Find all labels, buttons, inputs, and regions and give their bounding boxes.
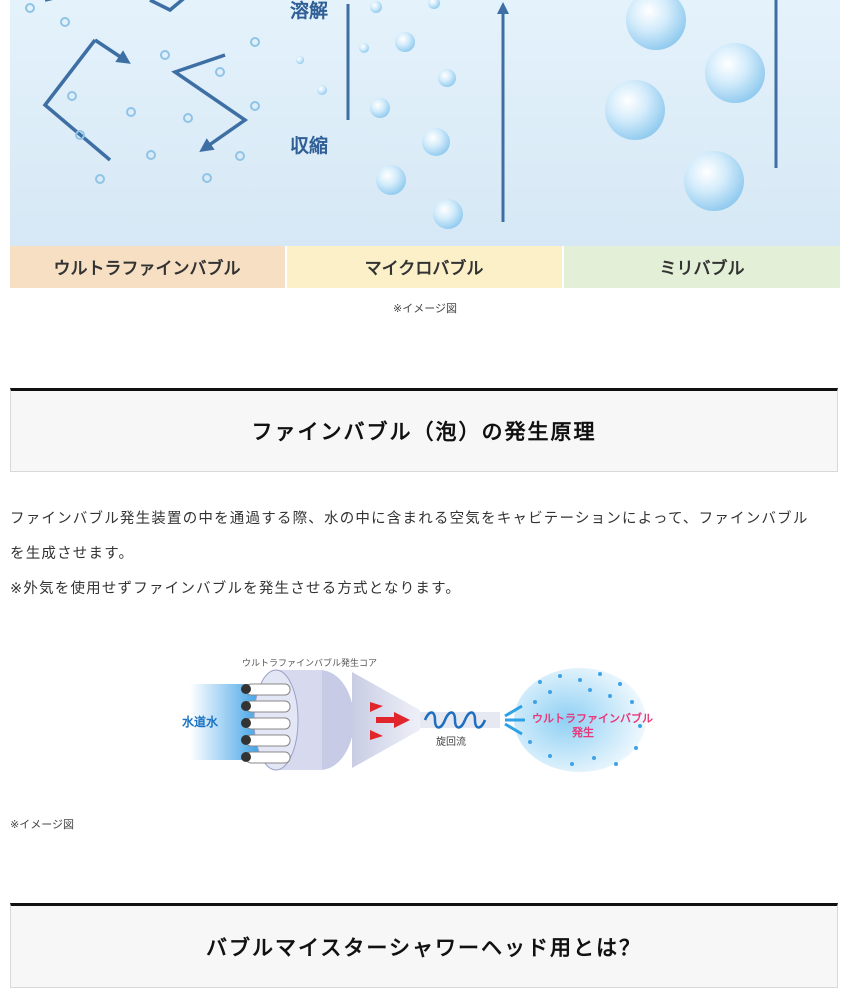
bubble-generator-diagram: ウルトラファインバブル発生コア 水道水 <box>180 652 660 782</box>
generator-figure-caption: ※イメージ図 <box>10 818 74 831</box>
tube-ends <box>241 684 251 762</box>
milli-bubbles <box>605 0 765 211</box>
shrink-label: 収縮 <box>290 134 328 157</box>
bubble-figure-caption: ※イメージ図 <box>393 302 457 315</box>
swirl-icon <box>423 711 487 729</box>
paragraph-note: ※外気を使用せずファインバブルを発生させる方式となります。 <box>10 581 462 597</box>
output-label-line1: ウルトラファインバブル <box>532 711 653 725</box>
section-title: ファインバブル（泡）の発生原理 <box>251 420 597 444</box>
spray-arrows <box>504 704 525 736</box>
ultrafine-bubbles <box>25 3 260 184</box>
category-bar-milli <box>564 246 840 288</box>
nozzle-pipe <box>420 712 500 728</box>
zigzag-arrow <box>149 0 185 13</box>
swirl-label: 旋回流 <box>436 735 466 748</box>
water-label: 水道水 <box>182 714 219 729</box>
section-heading-about-showerhead: バブルマイスターシャワーヘッド用とは？ <box>10 903 838 988</box>
zigzag-arrow <box>42 38 125 162</box>
section-heading-generation-principle: ファインバブル（泡）の発生原理 <box>10 388 838 472</box>
category-bar-ultrafine <box>10 246 285 288</box>
zigzag-arrow <box>171 53 249 153</box>
generator-diagram-svg: ウルトラファインバブル発生コア 水道水 <box>182 657 653 772</box>
output-label-line2: 発生 <box>571 725 594 739</box>
category-label-milli: ミリバブル <box>660 258 745 279</box>
bubble-spray <box>514 668 646 772</box>
paragraph-line: を生成させます。 <box>10 546 135 562</box>
core-label: ウルトラファインバブル発生コア <box>242 657 377 669</box>
core-tubes <box>245 683 291 764</box>
section-title: バブルマイスターシャワーヘッド用とは？ <box>206 935 642 960</box>
bubble-size-illustration: 溶解 収縮 ウルトラファインバブル マイクロバブル ミリバブル <box>10 0 840 288</box>
flow-arrows <box>370 702 410 740</box>
dissolve-label: 溶解 <box>290 0 328 22</box>
micro-bubbles <box>296 0 463 229</box>
generation-principle-text: ファインバブル発生装置の中を通過する際、水の中に含まれる空気をキャビテーションに… <box>10 502 840 607</box>
category-bar-micro <box>287 246 562 288</box>
paragraph-line: ファインバブル発生装置の中を通過する際、水の中に含まれる空気をキャビテーションに… <box>10 511 809 527</box>
category-label-ultrafine: ウルトラファインバブル <box>54 258 241 279</box>
category-label-micro: マイクロバブル <box>365 258 484 279</box>
spray-dots <box>528 672 642 766</box>
bubble-illustration-svg: 溶解 収縮 ウルトラファインバブル マイクロバブル ミリバブル <box>10 0 840 288</box>
